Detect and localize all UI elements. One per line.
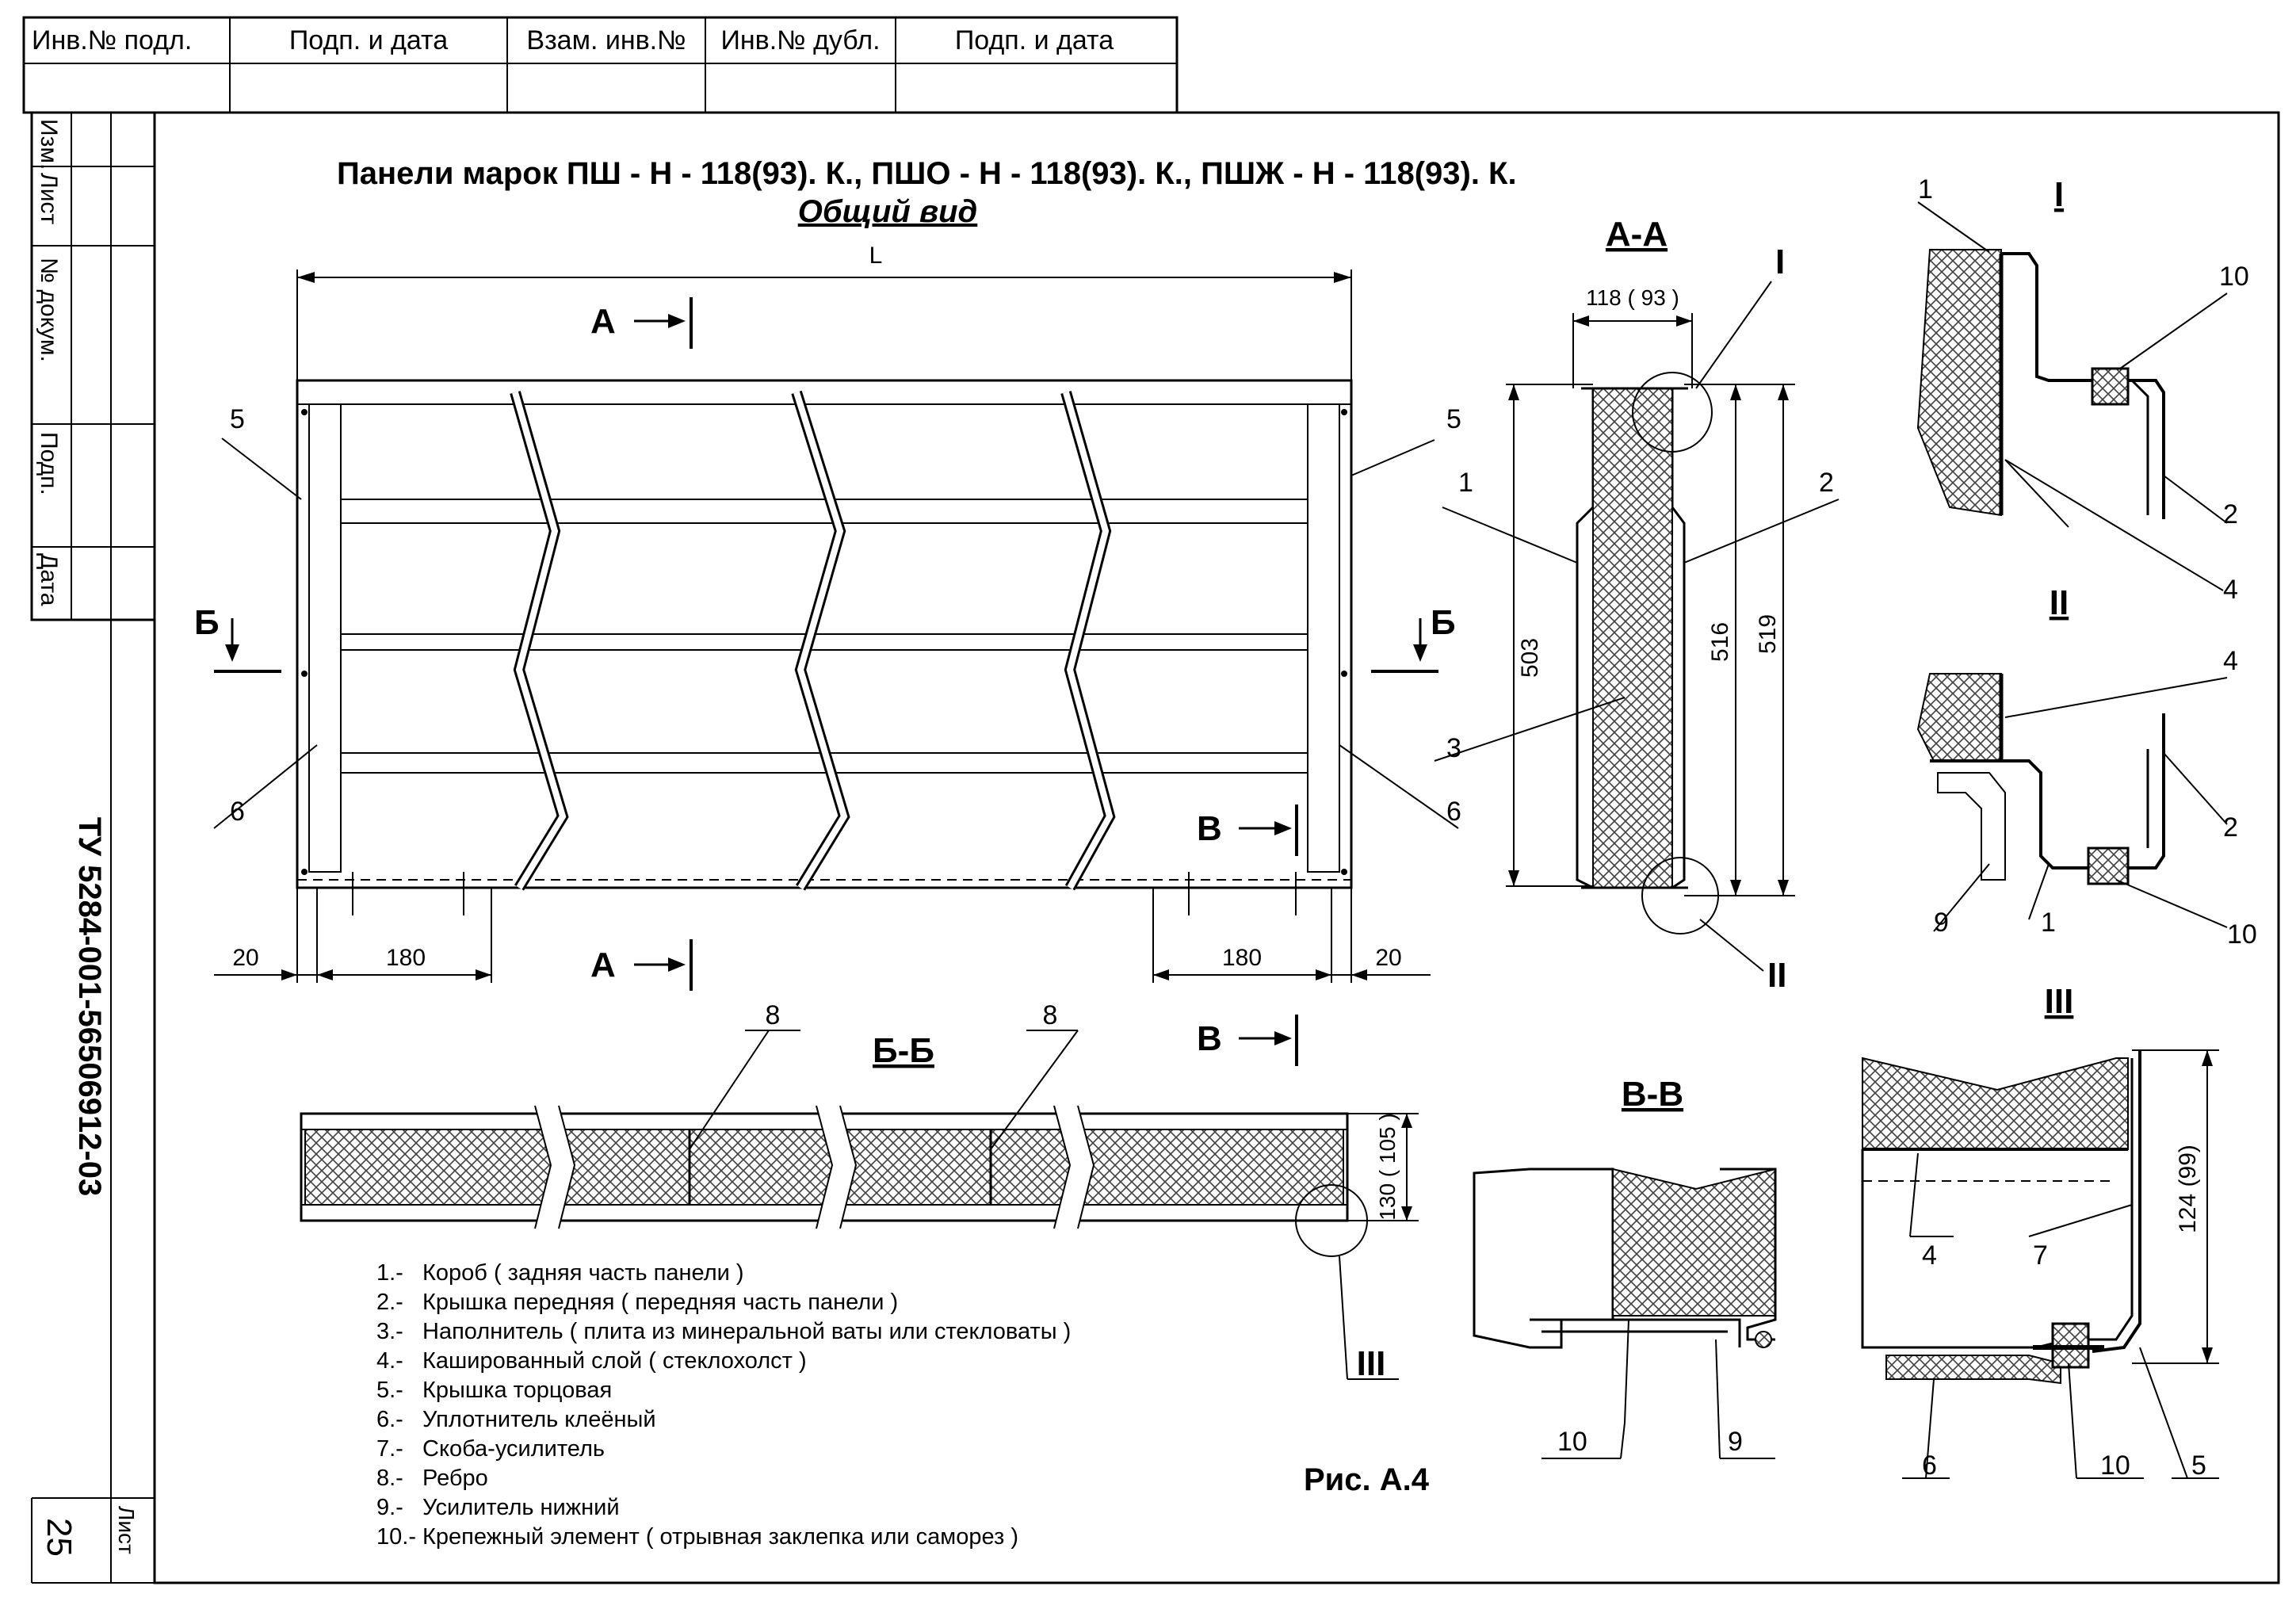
stamp-header-1: Инв.№ подл. bbox=[32, 25, 192, 55]
detail-I-callout-10: 10 bbox=[2219, 262, 2249, 292]
gv-callout-5-left: 5 bbox=[230, 404, 245, 434]
side-label-izm: Изм. bbox=[36, 119, 62, 170]
aa-callout-2: 2 bbox=[1819, 468, 1834, 498]
section-AA: А-А 118 ( 93 ) 503 516 519 I II 1 bbox=[1434, 215, 1839, 995]
section-B-left: Б bbox=[194, 603, 220, 642]
detail-III-title: III bbox=[2045, 982, 2074, 1021]
stamp-header-2: Подп. и дата bbox=[289, 25, 448, 55]
aa-h519: 519 bbox=[1755, 614, 1781, 654]
section-AA-title: А-А bbox=[1606, 215, 1668, 254]
legend-item-9: 9.- Усилитель нижний bbox=[376, 1495, 620, 1520]
section-V-top: В bbox=[1197, 809, 1222, 848]
detail-II-callout-9: 9 bbox=[1934, 908, 1949, 938]
detail-I-callout-1: 1 bbox=[1918, 174, 1933, 204]
section-VV: В-В 10 9 bbox=[1473, 1075, 1777, 1459]
dim-20-left: 20 bbox=[232, 945, 258, 971]
detail-III-callout-5: 5 bbox=[2191, 1450, 2206, 1481]
gv-callout-6-left: 6 bbox=[230, 797, 245, 827]
vv-callout-9: 9 bbox=[1728, 1427, 1743, 1457]
figure-label: Рис. А.4 bbox=[1304, 1462, 1430, 1497]
bb-height-dim: 130 ( 105 ) bbox=[1375, 1113, 1400, 1220]
detail-III-callout-6: 6 bbox=[1922, 1450, 1937, 1481]
stamp-header-3: Взам. инв.№ bbox=[526, 25, 686, 55]
stamp-header-5: Подп. и дата bbox=[955, 25, 1114, 55]
legend-item-7: 7.- Скоба-усилитель bbox=[376, 1436, 605, 1462]
side-label-list: Лист bbox=[36, 173, 62, 224]
sheet-number: 25 bbox=[40, 1518, 78, 1557]
legend-item-10: 10.- Крепежный элемент ( отрывная заклеп… bbox=[376, 1524, 1018, 1550]
gv-callout-5-right: 5 bbox=[1446, 404, 1461, 434]
left-side-stamp: Изм. Лист № докум. Подп. Дата ТУ 5284-00… bbox=[30, 111, 156, 1584]
legend-item-3: 3.- Наполнитель ( плита из минеральной в… bbox=[376, 1319, 1071, 1344]
detail-I-title: I bbox=[2054, 175, 2064, 214]
vv-callout-10: 10 bbox=[1557, 1427, 1587, 1457]
detail-II-callout-2: 2 bbox=[2223, 812, 2238, 843]
bb-rib-left: 8 bbox=[766, 1000, 781, 1030]
detail-III-dim: 124 (99) bbox=[2175, 1145, 2201, 1233]
legend: 1.- Короб ( задняя часть панели ) 2.- Кр… bbox=[376, 1260, 1071, 1550]
side-label-data: Дата bbox=[36, 553, 62, 606]
dim-L: L bbox=[869, 243, 883, 269]
legend-item-5: 5.- Крышка торцовая bbox=[376, 1378, 612, 1403]
detail-III-callout-10: 10 bbox=[2100, 1450, 2130, 1481]
section-A-top: А bbox=[590, 302, 616, 341]
doc-code: ТУ 5284-001-56506912-03 bbox=[72, 817, 107, 1197]
detail-III-callout-4: 4 bbox=[1922, 1240, 1937, 1271]
aa-callout-3: 3 bbox=[1446, 733, 1461, 763]
stamp-header-4: Инв.№ дубл. bbox=[720, 25, 880, 55]
aa-callout-1: 1 bbox=[1458, 468, 1473, 498]
aa-h516: 516 bbox=[1707, 622, 1733, 662]
sheet-label: Лист bbox=[114, 1506, 139, 1554]
legend-item-8: 8.- Ребро bbox=[376, 1466, 488, 1491]
main-frame bbox=[153, 111, 2280, 1584]
aa-width-dim: 118 ( 93 ) bbox=[1586, 285, 1679, 310]
bb-detail-III: III bbox=[1357, 1344, 1386, 1383]
top-stamp-table: Инв.№ подл. Подп. и дата Взам. инв.№ Инв… bbox=[22, 16, 1179, 114]
detail-II-callout-1: 1 bbox=[2041, 908, 2056, 938]
aa-h503: 503 bbox=[1517, 638, 1543, 678]
detail-II-callout-10: 10 bbox=[2227, 919, 2257, 950]
bb-rib-right: 8 bbox=[1043, 1000, 1058, 1030]
general-view: L 5 6 5 6 А А bbox=[194, 243, 1461, 1066]
dim-20-right: 20 bbox=[1375, 945, 1401, 971]
detail-II-callout-4: 4 bbox=[2223, 646, 2238, 676]
drawing-title: Панели марок ПШ - Н - 118(93). К., ПШО -… bbox=[337, 156, 1517, 191]
section-VV-title: В-В bbox=[1622, 1075, 1683, 1114]
section-A-bottom: А bbox=[590, 946, 616, 984]
legend-item-2: 2.- Крышка передняя ( передняя часть пан… bbox=[376, 1290, 898, 1315]
legend-item-1: 1.- Короб ( задняя часть панели ) bbox=[376, 1260, 744, 1286]
side-label-podp: Подп. bbox=[36, 432, 62, 495]
detail-III: III 124 (99) 4 7 6 10 5 bbox=[1861, 982, 2219, 1481]
section-V-bottom: В bbox=[1197, 1019, 1222, 1058]
section-B-right: Б bbox=[1431, 603, 1456, 642]
dim-180-left: 180 bbox=[386, 945, 426, 971]
detail-III-callout-7: 7 bbox=[2033, 1240, 2048, 1271]
side-label-docum: № докум. bbox=[36, 258, 62, 362]
detail-I-callout-4: 4 bbox=[2223, 575, 2238, 605]
detail-II: II 4 2 9 1 10 bbox=[1916, 583, 2257, 950]
detail-II-title: II bbox=[2050, 583, 2069, 622]
section-BB-title: Б-Б bbox=[873, 1031, 934, 1070]
legend-item-4: 4.- Кашированный слой ( стеклохолст ) bbox=[376, 1348, 807, 1374]
aa-detail-II: II bbox=[1767, 956, 1786, 995]
dim-180-right: 180 bbox=[1222, 945, 1262, 971]
detail-I: I 1 10 2 4 bbox=[1916, 174, 2249, 605]
section-BB: Б-Б 8 8 130 ( 105 ) III bbox=[300, 1000, 1419, 1383]
aa-detail-I: I bbox=[1775, 243, 1785, 281]
legend-item-6: 6.- Уплотнитель клеёный bbox=[376, 1407, 656, 1432]
gv-callout-6-right: 6 bbox=[1446, 797, 1461, 827]
drawing-subtitle: Общий вид bbox=[798, 194, 978, 229]
detail-I-callout-2: 2 bbox=[2223, 499, 2238, 529]
